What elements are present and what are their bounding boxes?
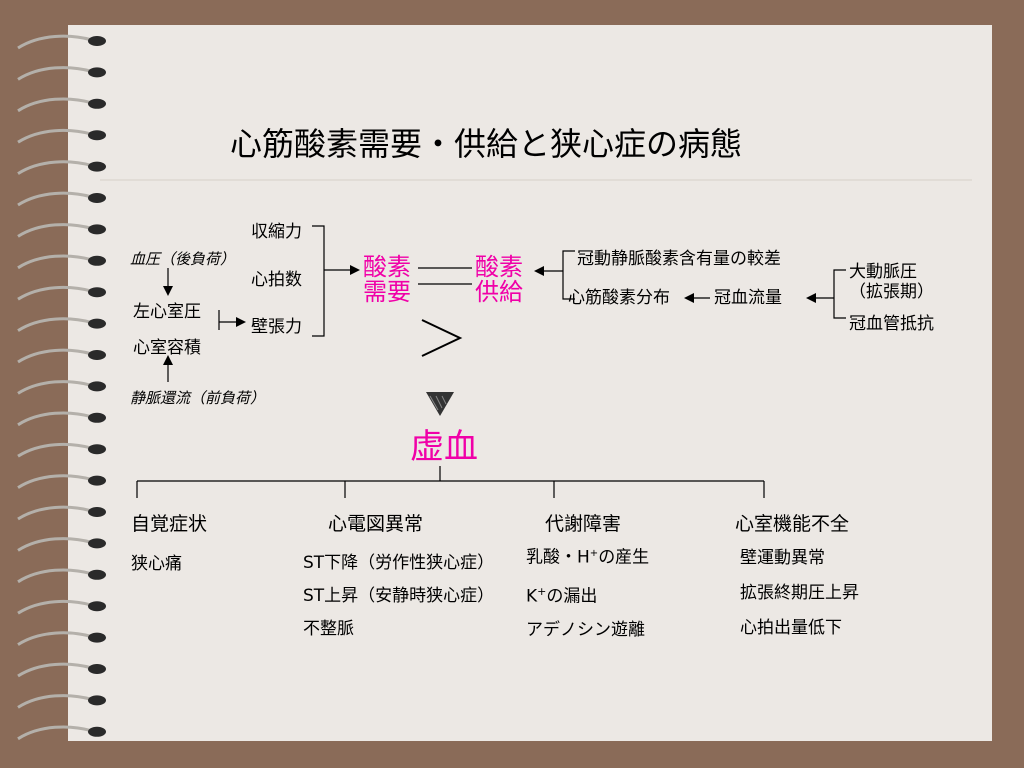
spiral-coil: [17, 725, 93, 741]
demand-factor-bracket: [312, 225, 325, 337]
preload-label: 静脈還流（前負荷）: [130, 389, 266, 407]
ring-hole: [88, 36, 106, 46]
metabolic-item-lactate: 乳酸・H+の産生: [526, 547, 650, 568]
subjective-symptoms-heading: 自覚症状: [131, 513, 208, 535]
oxygen-supply-label: 酸素供給: [475, 253, 523, 307]
heart-rate-label: 心拍数: [251, 270, 302, 290]
flow-factor-bracket: [833, 269, 846, 319]
spiral-binding: [17, 34, 106, 741]
ventricular-item-cardiac-output: 心拍出量低下: [740, 618, 842, 638]
ring-hole: [88, 161, 106, 172]
spiral-coil: [17, 348, 93, 364]
contractility-label: 収縮力: [251, 222, 302, 242]
spiral-coil: [17, 599, 93, 615]
ring-hole: [88, 255, 106, 266]
aortic-pressure-label: 大動脈圧 （拡張期）: [849, 262, 934, 303]
coronary-resistance-label: 冠血管抵抗: [849, 314, 934, 334]
ring-hole: [88, 601, 106, 612]
page-title: 心筋酸素需要・供給と狭心症の病態: [230, 125, 743, 163]
greater-than-symbol: [421, 319, 463, 357]
spiral-coil: [17, 474, 93, 489]
spiral-coil: [17, 537, 93, 552]
ventricular-item-edp: 拡張終期圧上昇: [740, 583, 859, 603]
ring-hole: [88, 507, 106, 517]
spiral-coil: [17, 694, 93, 709]
spiral-coil: [17, 191, 93, 207]
spiral-coil: [17, 411, 93, 427]
spiral-coil: [17, 285, 93, 301]
supply-factor-bracket: [562, 250, 575, 300]
spiral-coil: [17, 380, 93, 395]
ring-hole: [88, 350, 106, 360]
spiral-coil: [17, 442, 93, 458]
slide-page: [68, 25, 992, 741]
ring-hole: [88, 726, 106, 737]
ring-hole: [88, 632, 106, 643]
ring-hole: [88, 664, 106, 674]
spiral-coil: [17, 254, 93, 270]
ring-hole: [88, 224, 106, 235]
lv-pressure-label: 左心室圧: [133, 302, 201, 322]
ring-hole: [88, 381, 106, 392]
ischemia-label: 虚血: [410, 427, 478, 467]
ventricular-dysfunction-heading: 心室機能不全: [735, 513, 850, 535]
spiral-coil: [17, 317, 93, 332]
ring-hole: [88, 444, 106, 455]
ring-hole: [88, 695, 106, 706]
ring-hole: [88, 67, 106, 78]
spiral-coil: [17, 34, 93, 50]
spiral-coil: [17, 66, 93, 81]
spiral-coil: [17, 97, 93, 113]
metabolic-disorder-heading: 代謝障害: [545, 513, 622, 535]
metabolic-item-adenosine: アデノシン遊離: [526, 620, 645, 640]
ring-hole: [88, 193, 106, 203]
spiral-coil: [17, 505, 93, 521]
ecg-item-st-elevation: ST上昇（安静時狭心症）: [303, 586, 495, 606]
afterload-label: 血圧（後負荷）: [130, 250, 236, 268]
lv-volume-label: 心室容積: [133, 338, 201, 358]
spiral-coil: [17, 568, 93, 584]
ring-hole: [88, 475, 106, 486]
ecg-item-st-depression: ST下降（労作性狭心症）: [303, 553, 495, 573]
spiral-coil: [17, 223, 93, 238]
wall-tension-label: 壁張力: [251, 317, 302, 337]
ring-hole: [88, 98, 106, 109]
ventricular-item-wall-motion: 壁運動異常: [740, 548, 825, 568]
subjective-symptoms-item: 狭心痛: [131, 554, 182, 574]
ring-hole: [88, 287, 106, 298]
distribution-label: 心筋酸素分布: [568, 288, 670, 308]
ecg-abnormality-heading: 心電図異常: [328, 513, 424, 535]
spiral-coil: [17, 631, 93, 646]
coronary-flow-label: 冠血流量: [714, 288, 782, 308]
spiral-coil: [17, 662, 93, 678]
metabolic-item-potassium: K+の漏出: [526, 585, 598, 607]
oxygen-demand-label: 酸素需要: [363, 253, 411, 307]
ring-hole: [88, 569, 106, 580]
ring-hole: [88, 130, 106, 141]
spiral-coil: [17, 128, 93, 144]
ecg-item-arrhythmia: 不整脈: [303, 619, 354, 639]
ring-hole: [88, 538, 106, 549]
spiral-coil: [17, 160, 93, 175]
ring-hole: [88, 412, 106, 423]
ring-hole: [88, 318, 106, 329]
av-difference-label: 冠動静脈酸素含有量の較差: [577, 249, 781, 269]
